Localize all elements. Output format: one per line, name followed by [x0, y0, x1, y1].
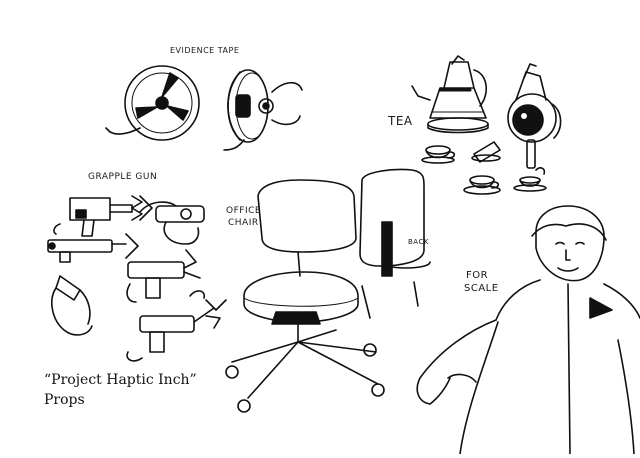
tea-kettle-front-sketch	[507, 63, 562, 169]
label-for-scale-2: SCALE	[464, 283, 499, 294]
sheet-caption: “Project Haptic Inch” Props	[44, 370, 197, 410]
caption-title: “Project Haptic Inch”	[44, 372, 197, 388]
label-office-chair-1: OFFICE	[226, 206, 262, 216]
label-evidence-tape: EVIDENCE TAPE	[170, 46, 240, 55]
label-for-scale-1: FOR	[466, 270, 489, 281]
label-grapple-gun: GRAPPLE GUN	[88, 172, 158, 182]
grapple-gun-sketches	[47, 195, 227, 362]
office-chair-front-sketch	[225, 179, 385, 413]
label-back: BACK	[408, 238, 429, 246]
office-chair-back-sketch	[359, 168, 431, 319]
evidence-tape-front-sketch	[105, 65, 200, 141]
scale-figure-sketch	[416, 205, 640, 455]
caption-subtitle: Props	[44, 392, 85, 408]
tea-kettle-side-sketch	[411, 55, 489, 134]
label-tea: TEA	[388, 114, 413, 128]
teacup-sketches	[421, 141, 547, 195]
label-office-chair-2: CHAIR	[228, 218, 259, 228]
evidence-tape-side-sketch	[223, 69, 303, 151]
